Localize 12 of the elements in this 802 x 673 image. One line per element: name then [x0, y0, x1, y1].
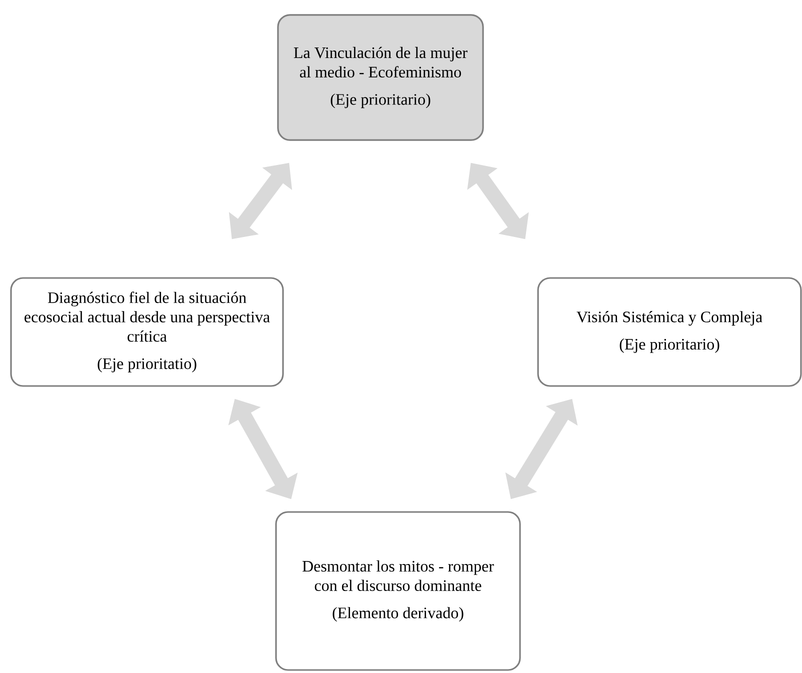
- process-box: [275, 511, 521, 671]
- box-text: (Eje prioritario): [330, 94, 430, 108]
- box-text: Diagnóstico fiel de la situación ecosocial actual desde una perspectiva crítica: [24, 292, 270, 342]
- box-text: La Vinculación de la mujer al medio - Ecofeminismo: [294, 46, 468, 78]
- process-box: [10, 277, 284, 387]
- box-text: Desmontar los mitos - romper con el discurso dominante: [302, 560, 494, 591]
- box-text: (Elemento derivado): [332, 607, 464, 622]
- box-text: (Eje prioritatio): [98, 358, 196, 372]
- box-text: (Eje prioritario): [620, 338, 720, 353]
- process-box: [537, 277, 802, 387]
- process-box: [277, 14, 484, 141]
- box-text: Visión Sistémica y Compleja: [576, 311, 762, 326]
